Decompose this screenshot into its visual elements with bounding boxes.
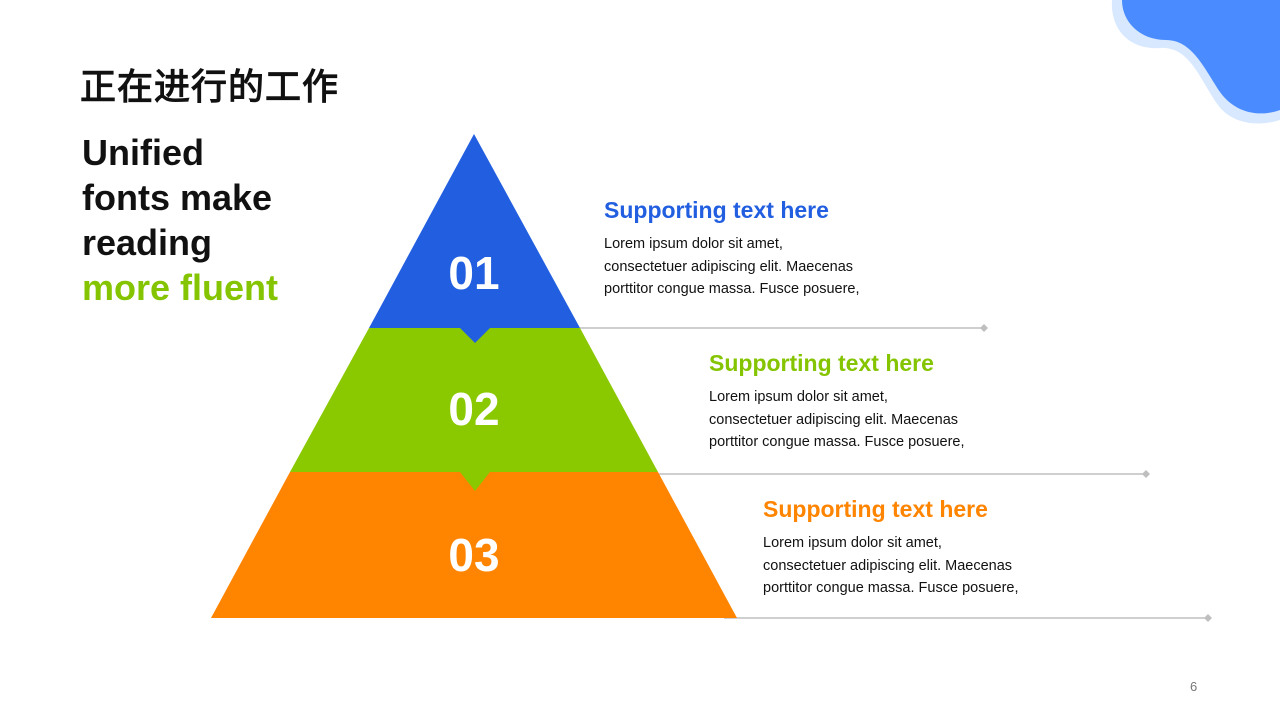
step-1-text: Supporting text here Lorem ipsum dolor s…: [604, 197, 904, 301]
headline-line-2: fonts make: [82, 177, 273, 218]
pyramid-level-1: [369, 134, 580, 328]
step-3-body-line-1: Lorem ipsum dolor sit amet,: [763, 535, 942, 551]
step-3-body-line-2: consectetuer adipiscing elit. Maecenas: [763, 557, 1013, 574]
level-number-1: 01: [448, 247, 499, 299]
step-1-body: Lorem ipsum dolor sit amet, consectetuer…: [604, 233, 904, 301]
headline-accent-line: more fluent: [82, 267, 279, 308]
pyramid-notch-1: [460, 328, 490, 343]
step-2-body-line-2: consectetuer adipiscing elit. Maecenas: [709, 411, 959, 428]
step-2-body: Lorem ipsum dolor sit amet, consectetuer…: [709, 386, 1009, 454]
pyramid-notch-2: [460, 472, 490, 491]
connector-line-3: [724, 614, 1212, 622]
pyramid-level-2: [290, 328, 658, 472]
corner-blob-decoration: [1111, 0, 1280, 124]
step-3-text: Supporting text here Lorem ipsum dolor s…: [763, 496, 1063, 600]
step-2-text: Supporting text here Lorem ipsum dolor s…: [709, 350, 1009, 454]
step-2-body-line-1: Lorem ipsum dolor sit amet,: [709, 389, 888, 405]
page-title: 正在进行的工作: [80, 67, 340, 108]
headline-line-3: reading: [82, 222, 213, 263]
pyramid-level-3: [211, 472, 737, 618]
step-2-body-line-3: porttitor congue massa. Fusce posuere,: [709, 434, 965, 450]
step-3-body: Lorem ipsum dolor sit amet, consectetuer…: [763, 532, 1063, 600]
level-number-3: 03: [448, 529, 499, 581]
level-number-2: 02: [448, 383, 499, 435]
step-3-body-line-3: porttitor congue massa. Fusce posuere,: [763, 580, 1019, 596]
headline-line-1: Unified: [82, 132, 204, 173]
step-1-body-line-3: porttitor congue massa. Fusce posuere,: [604, 281, 860, 297]
step-1-heading: Supporting text here: [604, 197, 829, 223]
step-1-body-line-2: consectetuer adipiscing elit. Maecenas: [604, 258, 854, 275]
page-number: 6: [1190, 679, 1198, 694]
step-3-heading: Supporting text here: [763, 496, 988, 522]
connector-line-2: [655, 470, 1150, 478]
headline: Unified fonts make reading more fluent: [82, 130, 342, 310]
step-2-heading: Supporting text here: [709, 350, 934, 376]
connector-line-1: [580, 324, 988, 332]
step-1-body-line-1: Lorem ipsum dolor sit amet,: [604, 236, 783, 252]
